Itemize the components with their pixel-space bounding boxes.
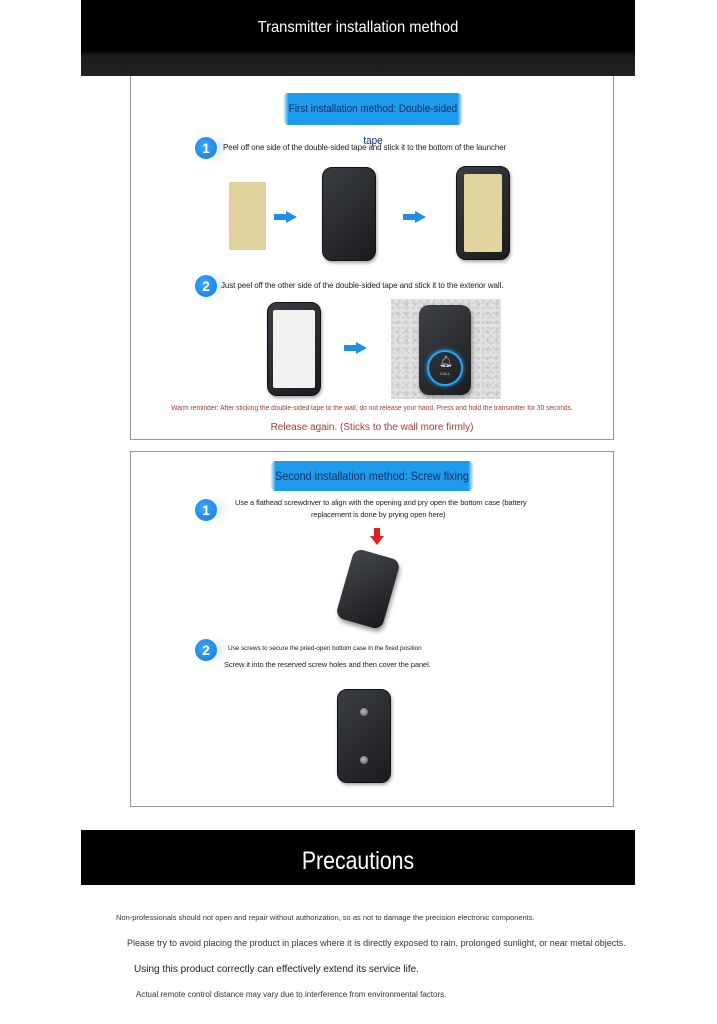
arrow-right-icon (403, 211, 427, 223)
tape-strip-image (229, 182, 266, 250)
method1-step1-number: 1 (195, 137, 217, 159)
arrow-right-icon (344, 342, 368, 354)
method1-step2-text: Just peel off the other side of the doub… (221, 281, 504, 290)
precaution-note: Actual remote control distance may vary … (136, 990, 447, 999)
tape-liner-removed (273, 310, 315, 388)
method2-step2-text2: Screw it into the reserved screw holes a… (224, 660, 431, 669)
red-arrow-down-icon (370, 528, 384, 546)
page-title: Transmitter installation method (257, 19, 459, 36)
method2-step1-number: 1 (195, 499, 217, 521)
precaution-note: Please try to avoid placing the product … (127, 938, 626, 948)
method1-step2-number: 2 (195, 275, 217, 297)
method2-panel: Second installation method: Screw fixing… (130, 451, 614, 807)
screw-icon (360, 708, 368, 716)
method1-title: First installation method: Double-sided … (288, 103, 458, 147)
tape-on-device (464, 174, 502, 252)
precaution-note: Non-professionals should not open and re… (116, 913, 535, 922)
transmitter-screwed-image (337, 689, 391, 783)
transmitter-tape-exposed-image (267, 302, 321, 396)
header-banner: Transmitter installation method (81, 0, 635, 76)
warning-text-2: Release again. (Sticks to the wall more … (270, 422, 474, 433)
call-button-ring (427, 350, 463, 386)
method2-step1-text-line1: Use a flathead screwdriver to align with… (235, 498, 527, 507)
warning-text: Warm reminder: After sticking the double… (171, 405, 573, 412)
method2-title-pill: Second installation method: Screw fixing (270, 461, 474, 491)
precautions-banner: Precautions (81, 830, 635, 885)
arrow-right-icon (274, 211, 298, 223)
precautions-title: Precautions (301, 847, 415, 875)
method2-step2-number: 2 (195, 639, 217, 661)
method2-step2-text: Use screws to secure the pried-open bott… (228, 645, 422, 652)
bell-icon: 🔔︎ (439, 356, 453, 368)
transmitter-tilted-image (335, 547, 401, 631)
transmitter-with-tape-image (456, 166, 510, 260)
precaution-note: Using this product correctly can effecti… (134, 964, 419, 975)
call-label: CALL (439, 371, 450, 376)
screw-icon (360, 756, 368, 764)
doorbell-on-wall-image: 🔔︎ CALL (419, 305, 471, 395)
method2-title: Second installation method: Screw fixing (275, 469, 469, 483)
method2-step1-text-line2: replacement is done by prying open here) (311, 510, 446, 519)
method1-panel: First installation method: Double-sided … (130, 76, 614, 440)
method1-step1-text: Peel off one side of the double-sided ta… (223, 143, 507, 152)
method1-title-pill: First installation method: Double-sided … (283, 93, 463, 147)
transmitter-back-image (322, 167, 376, 261)
